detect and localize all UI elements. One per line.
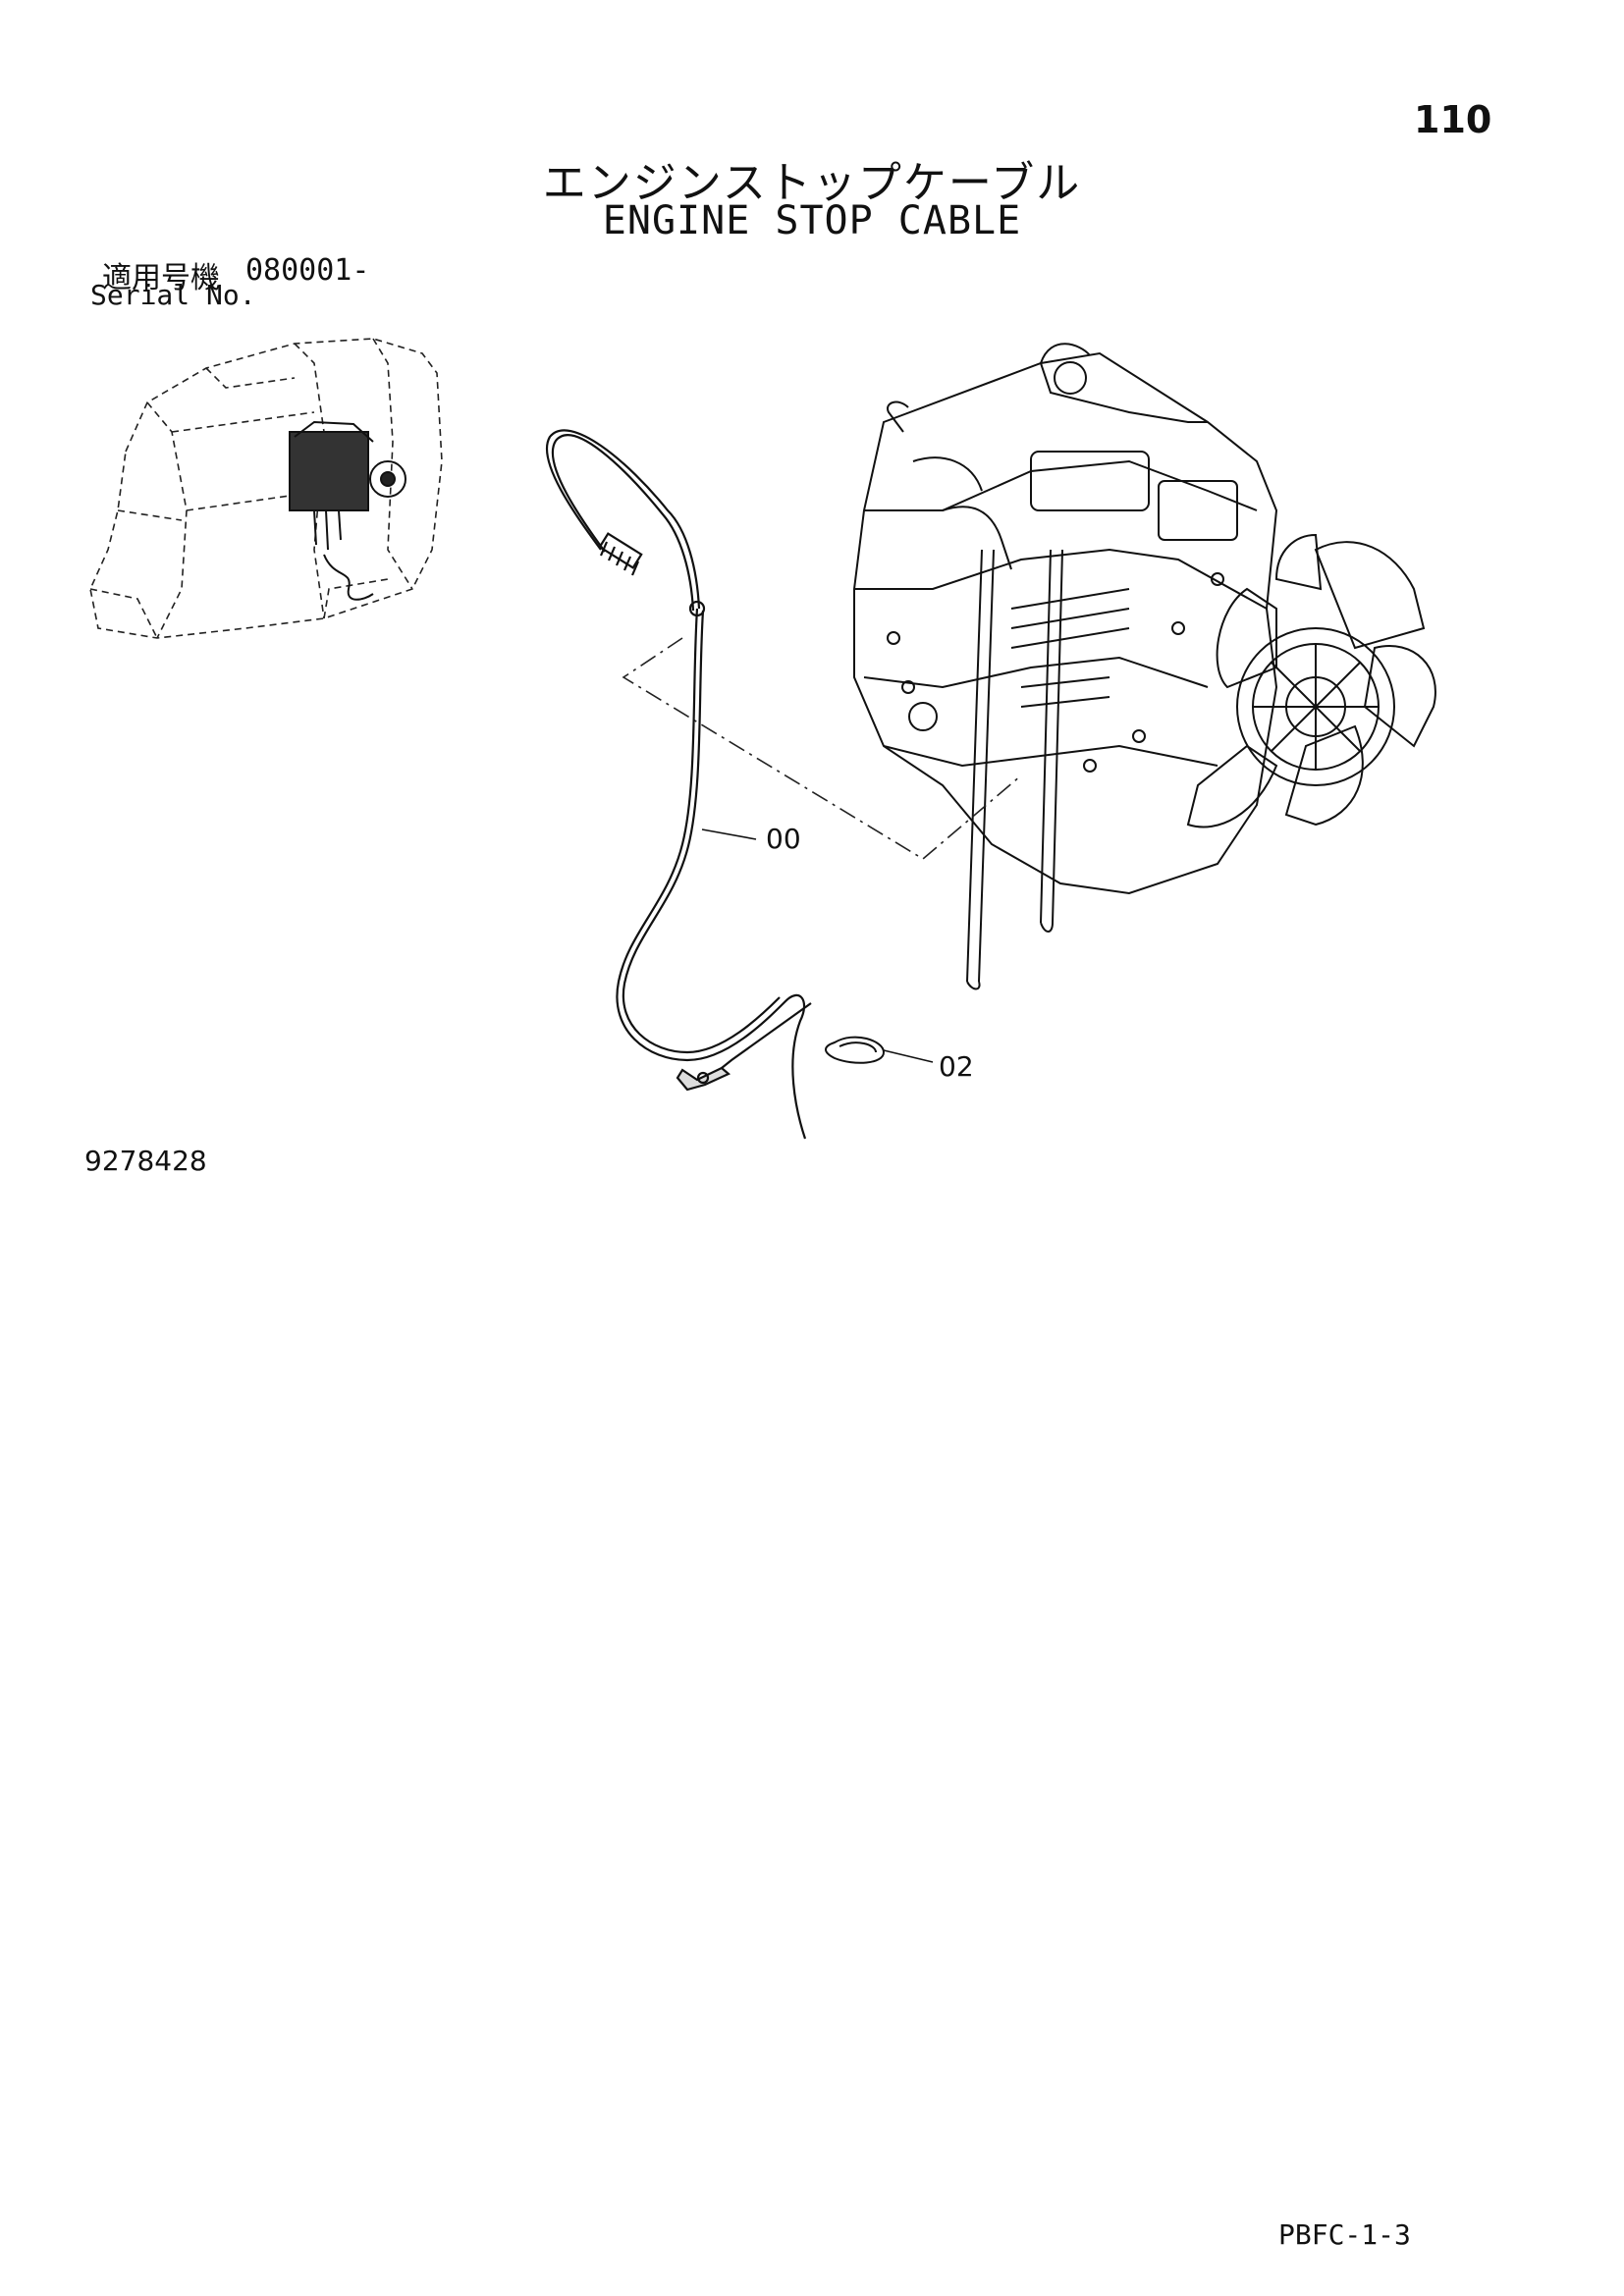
drawing-number: 9278428 bbox=[84, 1145, 207, 1177]
machine-overview-inset bbox=[89, 338, 443, 639]
serial-label-japanese: 適用号機 bbox=[102, 261, 220, 295]
cooling-fan bbox=[1186, 533, 1436, 828]
reference-outline bbox=[622, 637, 1022, 860]
engine-stop-cable bbox=[546, 429, 812, 1140]
callout-00: 00 bbox=[766, 823, 801, 855]
reference-code: PBFC-1-3 bbox=[1278, 2218, 1411, 2251]
page-title-english: ENGINE STOP CABLE bbox=[602, 198, 1022, 243]
serial-number-value: 080001- bbox=[245, 253, 370, 288]
cable-clamp bbox=[825, 1036, 886, 1064]
callout-02: 02 bbox=[939, 1050, 974, 1083]
page-number: 110 bbox=[1414, 98, 1492, 141]
engine-illustration bbox=[853, 343, 1278, 990]
leader-line-00 bbox=[701, 828, 757, 840]
serial-label-english: Serial No. bbox=[90, 279, 256, 311]
page-title-japanese: エンジンストップケーブル bbox=[542, 158, 1082, 208]
leader-lines bbox=[701, 828, 934, 1063]
inset-engine-highlight bbox=[289, 420, 406, 601]
leader-line-02 bbox=[883, 1049, 934, 1063]
